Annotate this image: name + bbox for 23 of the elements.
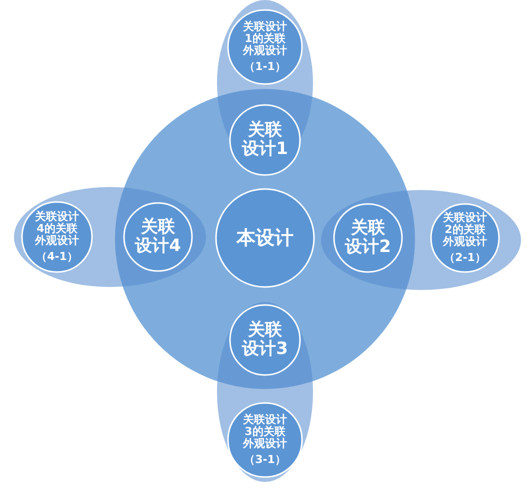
circle-node <box>21 201 93 273</box>
code-label: （1-1） <box>243 61 287 74</box>
circle-node <box>229 104 301 176</box>
circle-label: 关联设计3 <box>242 321 288 359</box>
code-label: （4-1） <box>35 251 79 264</box>
code-label: （2-1） <box>443 252 487 264</box>
circle-label: 关联设计2 <box>345 219 391 257</box>
circle-node <box>227 402 303 478</box>
circle-node <box>227 9 303 85</box>
circle-label: 关联设计1 <box>242 121 288 159</box>
circle-node <box>333 203 403 273</box>
circle-label: 关联设计2的关联外观设计 <box>442 212 488 248</box>
circle-label: 本设计 <box>235 228 294 248</box>
circle-label: 关联设计4 <box>135 218 181 256</box>
circle-label: 关联设计3的关联外观设计 <box>242 414 288 450</box>
circle-label: 关联设计4的关联外观设计 <box>34 210 80 248</box>
circle-node <box>123 202 193 272</box>
circle-shape <box>115 89 415 389</box>
circle-node <box>430 203 500 273</box>
code-label: （3-1） <box>243 454 287 466</box>
circle-node <box>229 304 301 376</box>
circle-node <box>215 188 315 288</box>
circle-label: 关联设计1的关联外观设计 <box>242 20 288 58</box>
